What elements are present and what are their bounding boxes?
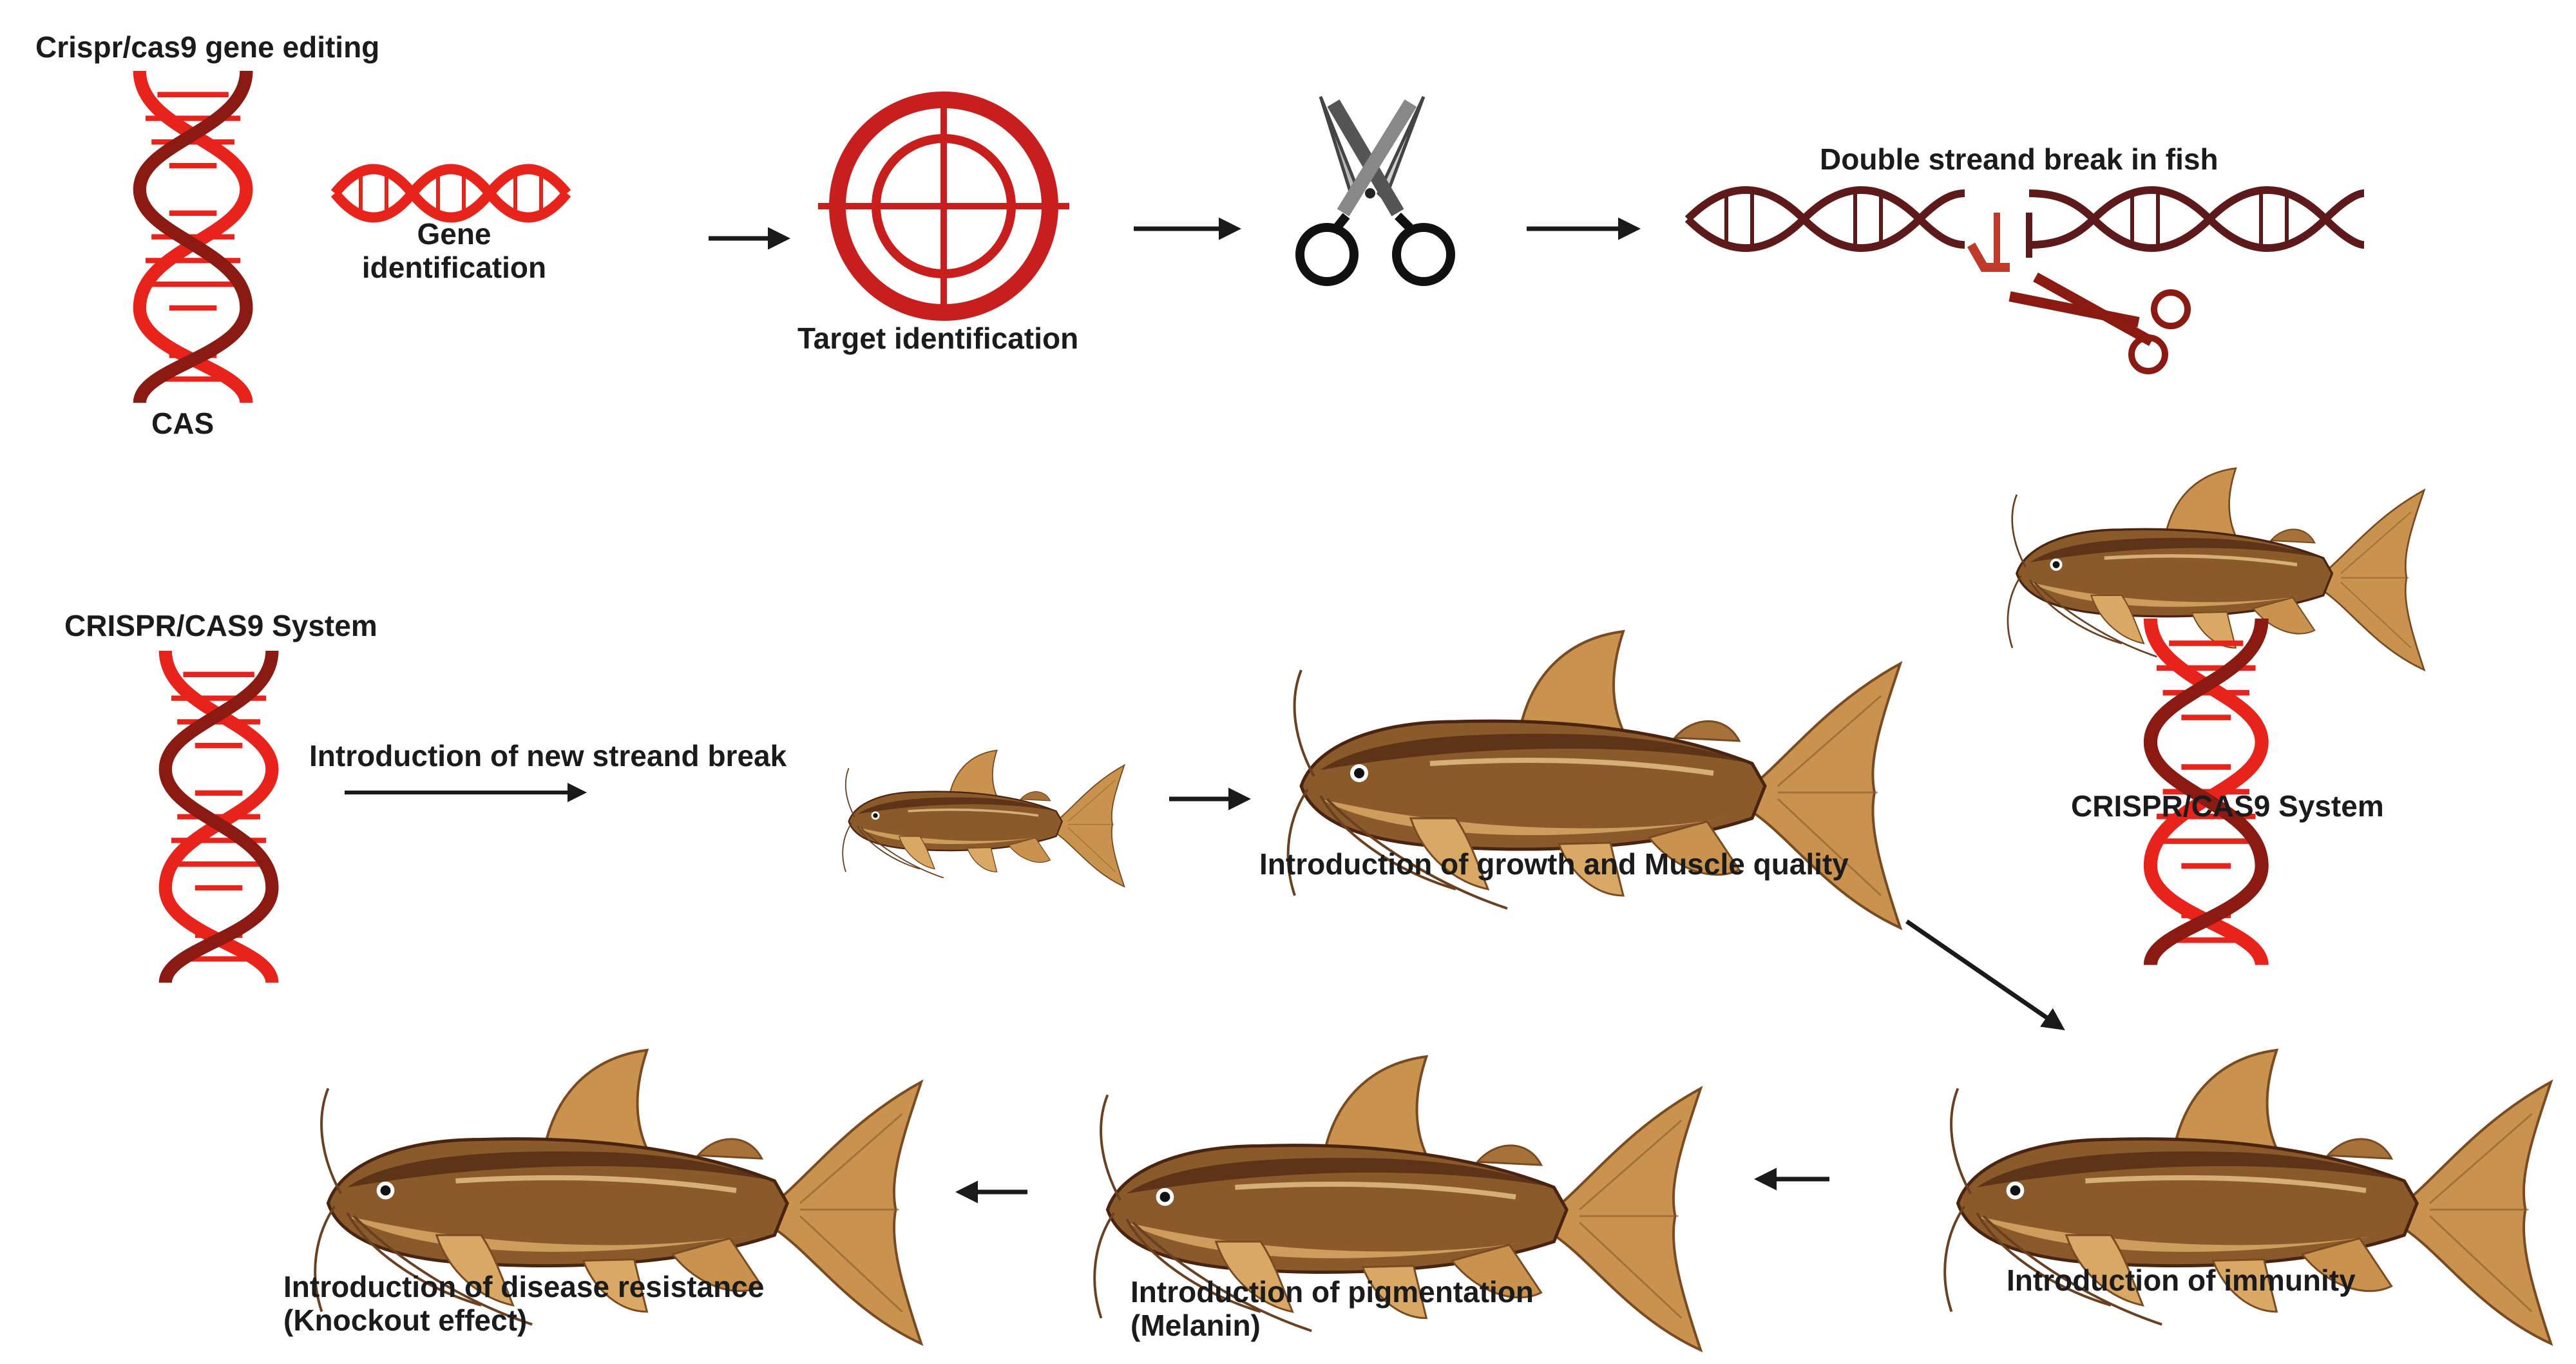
label-crispr-system-left: CRISPR/CAS9 System [64,609,377,642]
label-immunity: Introduction of immunity [2007,1263,2356,1297]
target-crosshair-icon [818,91,1069,321]
label-growth-muscle: Introduction of growth and Muscle qualit… [1259,847,1849,881]
label-pigmentation: Introduction of pigmentation (Melanin) [1131,1275,1534,1342]
label-target-identification: Target identification [797,322,1079,355]
label-gene-identification: Gene identification [335,217,573,284]
label-crispr-system-right: CRISPR/CAS9 System [2071,789,2384,823]
scissors-icon [1295,95,1455,286]
label-disease-line1: Introduction of disease resistance [283,1270,765,1303]
title-crispr-gene-editing: Crispr/cas9 gene editing [35,30,380,64]
label-cas: CAS [151,407,215,440]
label-gene-line1: Gene [417,217,491,251]
label-new-strand-break: Introduction of new streand break [309,739,787,773]
broken-dna-icon [1684,186,2365,374]
label-pigmentation-line2: (Melanin) [1131,1308,1261,1342]
label-disease-line2: (Knockout effect) [283,1303,528,1337]
arrow-growth-to-immunity [1905,919,2065,1030]
label-gene-line2: identification [361,250,547,284]
label-disease-resistance: Introduction of disease resistance (Knoc… [283,1270,765,1337]
gene-strand-icon [330,164,571,223]
label-pigmentation-line1: Introduction of pigmentation [1131,1275,1534,1309]
label-double-strand-break: Double streand break in fish [1820,142,2218,176]
